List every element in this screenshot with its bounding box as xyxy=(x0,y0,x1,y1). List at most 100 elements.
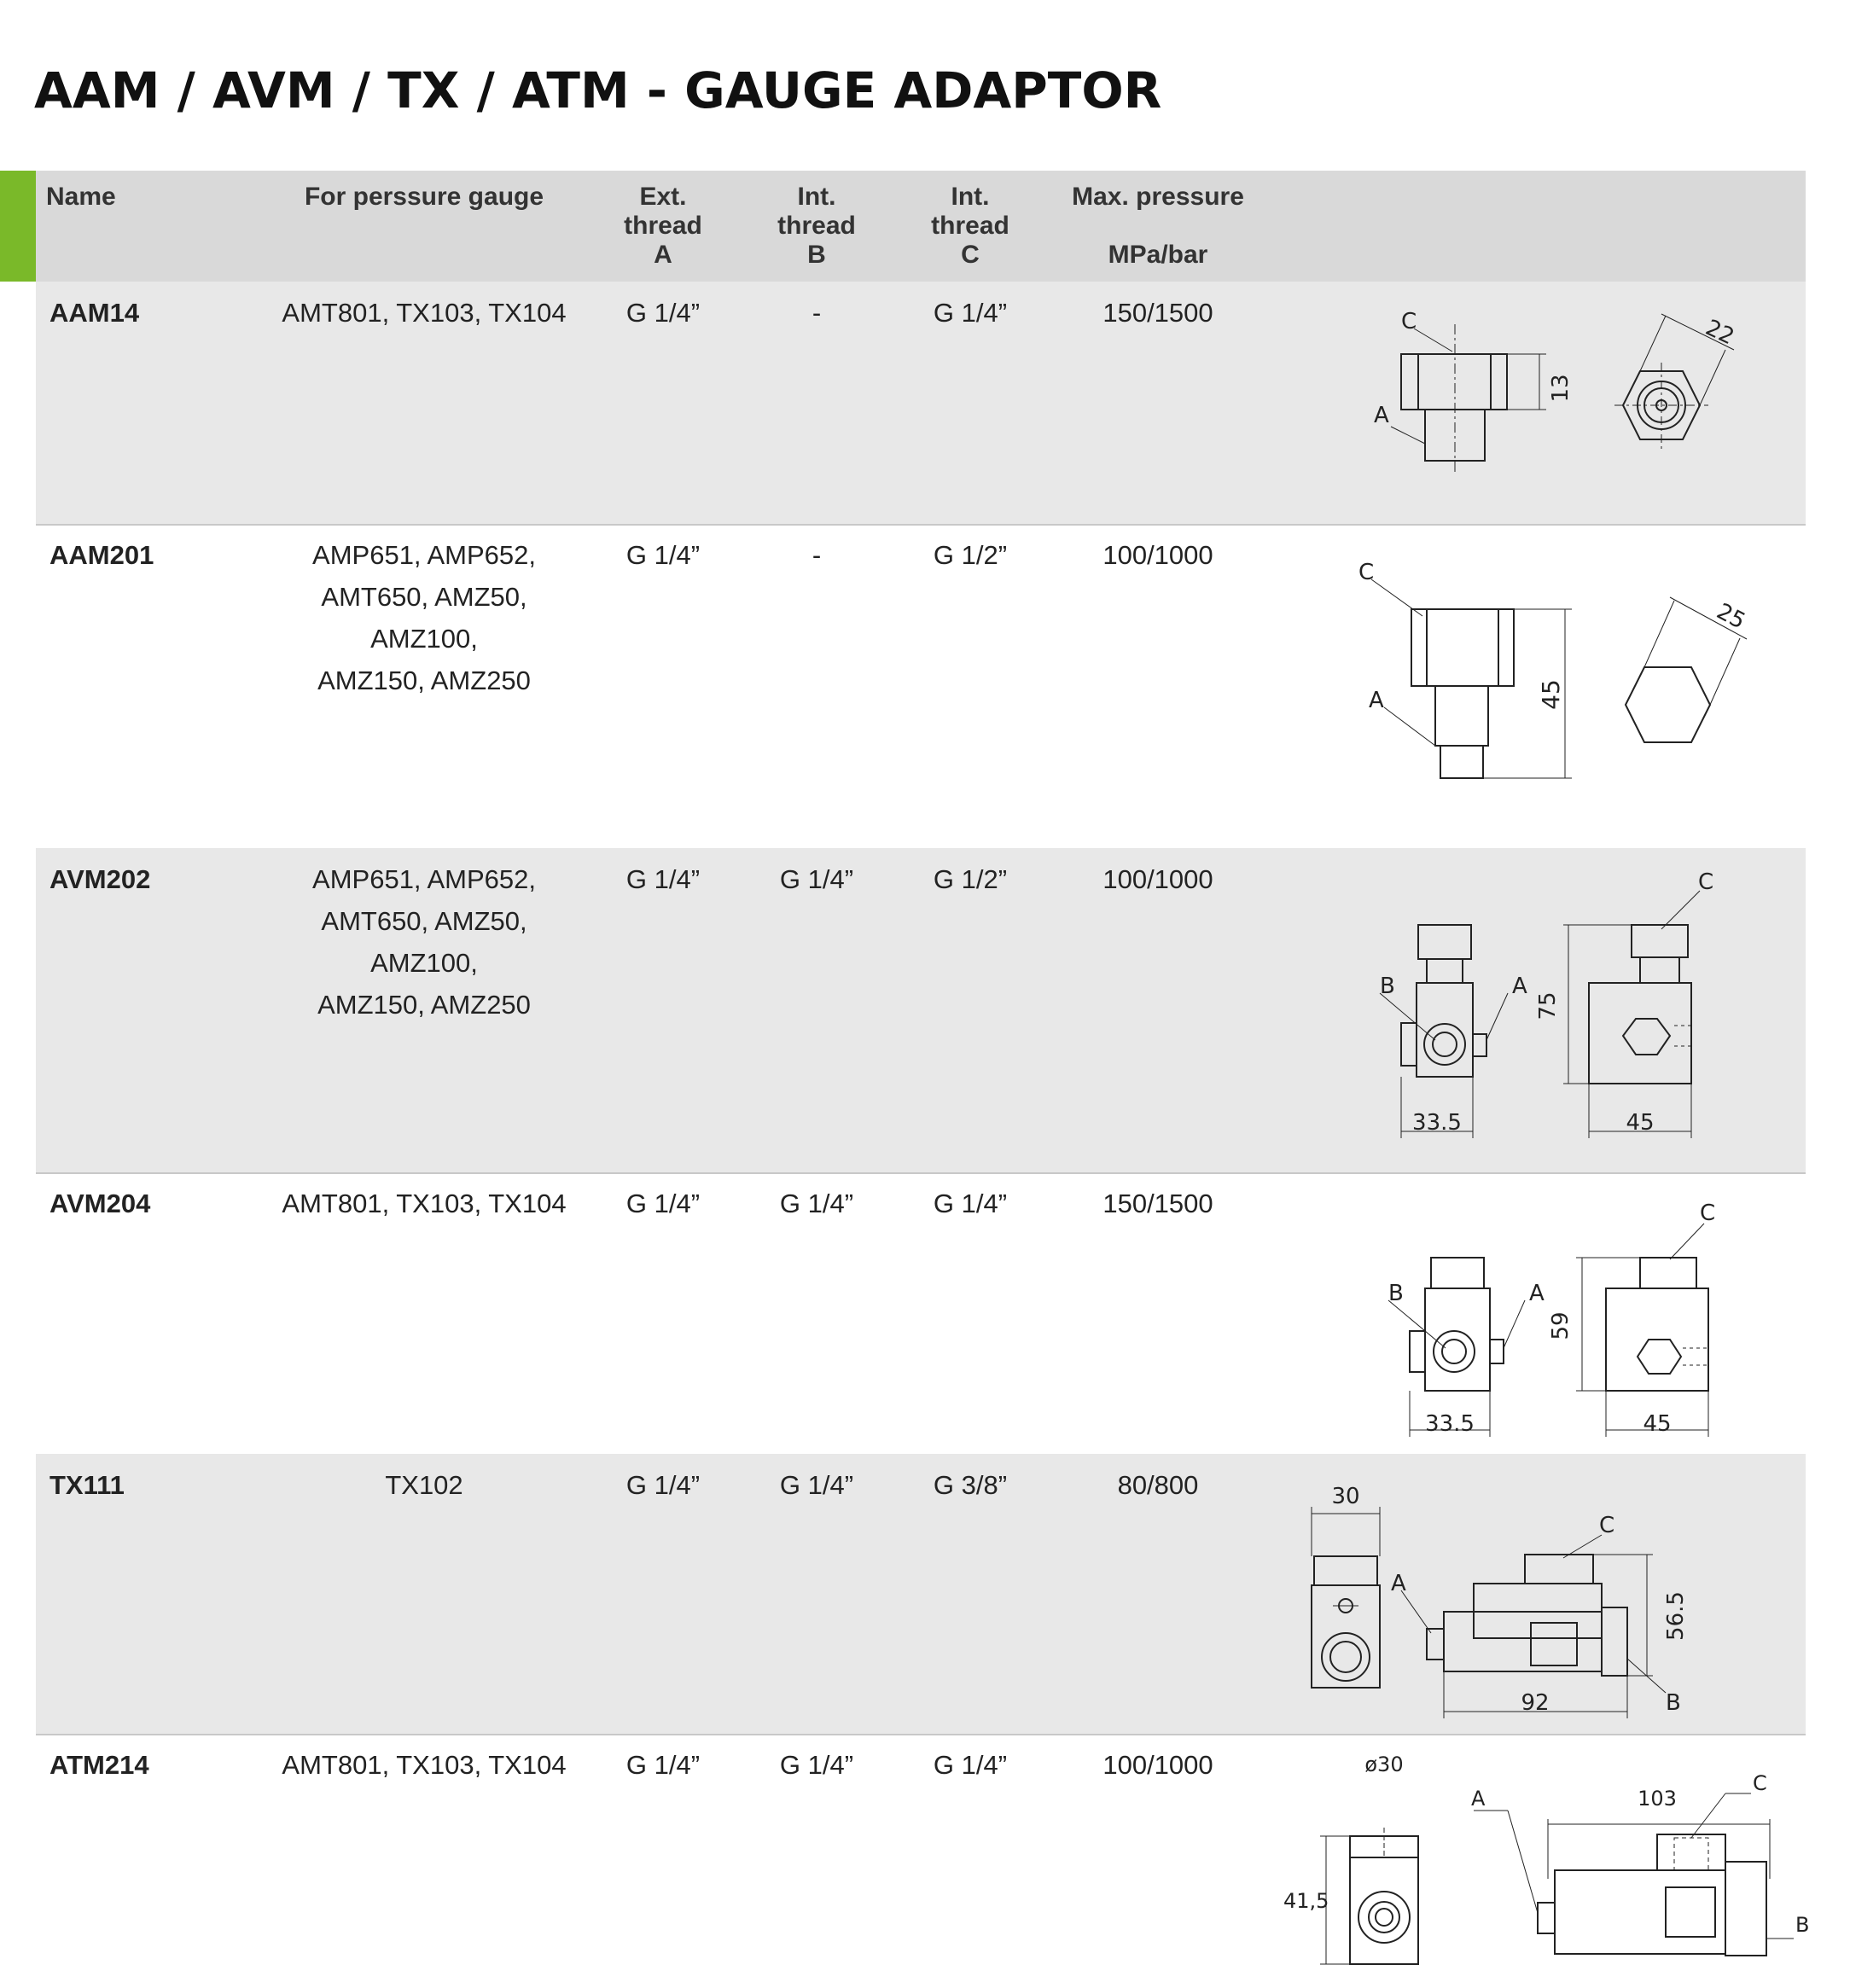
label-c: C xyxy=(1753,1771,1767,1795)
label-c: C xyxy=(1401,309,1417,334)
dim-height: 45 xyxy=(1537,679,1565,710)
row-int-thread-c: G 1/2” xyxy=(933,540,1008,570)
label-c: C xyxy=(1700,1200,1715,1226)
adaptor-drawing: 30 A C B 56.5 92 xyxy=(1265,1462,1811,1727)
header-max-pressure-line1: Max. pressure xyxy=(1072,183,1244,211)
row-name: AAM201 xyxy=(49,540,154,570)
row-gauge: AMP651, AMP652, AMT650, AMZ50, AMZ100, A… xyxy=(215,858,633,1026)
row-ext-thread-a: G 1/4” xyxy=(625,540,701,570)
header-ext-thread-a-line2: thread xyxy=(624,212,702,240)
adaptor-drawing: B A 33.5 C 75 45 xyxy=(1341,857,1785,1164)
header-int-thread-c: Int. thread C xyxy=(872,183,1068,270)
row-int-thread-b: - xyxy=(812,298,822,328)
dim-width: 33.5 xyxy=(1412,1110,1462,1136)
header-int-thread-b: Int. thread B xyxy=(718,183,915,270)
label-c: C xyxy=(1698,869,1713,895)
table-header: Name For perssure gauge Ext. thread A In… xyxy=(36,171,1806,282)
row-gauge-line: AMT650, AMZ50, xyxy=(321,906,527,936)
table-row: ATM214 AMT801, TX103, TX104 G 1/4” G 1/4… xyxy=(36,1734,1809,1981)
row-name: TX111 xyxy=(49,1470,125,1500)
row-int-thread-b: G 1/4” xyxy=(779,864,854,894)
row-ext-thread-a: G 1/4” xyxy=(625,864,701,894)
row-gauge-line: AMZ100, xyxy=(370,624,478,654)
row-int-thread-c: G 1/4” xyxy=(933,298,1008,328)
dim-across-flats: 25 xyxy=(1713,599,1749,635)
dim-width: 30 xyxy=(1331,1484,1359,1509)
header-int-thread-c-line2: thread xyxy=(931,212,1009,240)
row-ext-thread-a: G 1/4” xyxy=(625,1750,701,1780)
row-gauge: AMP651, AMP652, AMT650, AMZ50, AMZ100, A… xyxy=(215,534,633,701)
adaptor-drawing: C A 45 25 xyxy=(1316,541,1777,831)
dim-height: 41,5 xyxy=(1283,1889,1329,1913)
row-gauge: AMT801, TX103, TX104 xyxy=(282,1189,567,1218)
row-name: ATM214 xyxy=(49,1750,149,1780)
label-a: A xyxy=(1512,974,1527,999)
row-int-thread-c: G 1/2” xyxy=(933,864,1008,894)
header-int-thread-b-line1: Int. xyxy=(797,183,836,211)
dim-width: 33.5 xyxy=(1425,1411,1475,1437)
table-row: TX111 TX102 G 1/4” G 1/4” G 3/8” 80/800 … xyxy=(36,1454,1806,1735)
header-max-pressure: Max. pressure MPa/bar xyxy=(1026,183,1290,270)
row-ext-thread-a: G 1/4” xyxy=(625,1470,701,1500)
row-int-thread-b: - xyxy=(812,540,822,570)
row-int-thread-c: G 1/4” xyxy=(933,1189,1008,1218)
label-c: C xyxy=(1599,1513,1614,1538)
row-gauge-line: AMZ150, AMZ250 xyxy=(317,666,531,695)
page-title: AAM / AVM / TX / ATM - GAUGE ADAPTOR xyxy=(34,61,1162,119)
header-name: Name xyxy=(46,183,116,211)
row-int-thread-c: G 3/8” xyxy=(933,1470,1008,1500)
row-gauge-line: AMT650, AMZ50, xyxy=(321,582,527,612)
row-gauge: TX102 xyxy=(385,1470,463,1500)
dim-depth: 45 xyxy=(1626,1110,1654,1136)
dim-across-flats: 22 xyxy=(1702,315,1738,350)
row-gauge: AMT801, TX103, TX104 xyxy=(282,298,567,328)
label-a: A xyxy=(1391,1571,1406,1596)
table-row: AAM201 AMP651, AMP652, AMT650, AMZ50, AM… xyxy=(36,524,1806,850)
adaptor-drawing: B A 33.5 C 59 45 xyxy=(1350,1181,1794,1445)
row-max-pressure: 150/1500 xyxy=(1102,298,1213,328)
dim-height: 59 xyxy=(1548,1311,1574,1340)
header-int-thread-c-line3: C xyxy=(961,241,980,269)
dim-length: 103 xyxy=(1638,1787,1677,1811)
table-row: AAM14 AMT801, TX103, TX104 G 1/4” - G 1/… xyxy=(36,282,1806,526)
row-gauge-line: AMP651, AMP652, xyxy=(312,864,536,894)
header-int-thread-b-line2: thread xyxy=(777,212,856,240)
dim-depth: 45 xyxy=(1643,1411,1671,1437)
row-ext-thread-a: G 1/4” xyxy=(625,1189,701,1218)
row-gauge-line: AMZ150, AMZ250 xyxy=(317,990,531,1020)
label-b: B xyxy=(1388,1281,1404,1306)
adaptor-drawing: ø30 41,5 103 A C B xyxy=(1248,1742,1828,1981)
dim-height: 75 xyxy=(1535,991,1561,1020)
label-b: B xyxy=(1795,1913,1809,1937)
label-a: A xyxy=(1369,688,1384,713)
row-int-thread-b: G 1/4” xyxy=(779,1750,854,1780)
header-ext-thread-a: Ext. thread A xyxy=(565,183,761,270)
header-ext-thread-a-line3: A xyxy=(654,241,672,269)
row-int-thread-b: G 1/4” xyxy=(779,1470,854,1500)
row-name: AAM14 xyxy=(49,298,140,328)
header-int-thread-b-line3: B xyxy=(807,241,826,269)
label-b: B xyxy=(1666,1690,1681,1716)
label-a: A xyxy=(1374,403,1389,428)
row-max-pressure: 100/1000 xyxy=(1102,540,1213,570)
adaptor-drawing: C A 13 22 xyxy=(1316,290,1777,503)
row-gauge: AMT801, TX103, TX104 xyxy=(282,1750,567,1780)
header-int-thread-c-line1: Int. xyxy=(951,183,990,211)
header-max-pressure-line2: MPa/bar xyxy=(1108,241,1208,269)
table-row: AVM202 AMP651, AMP652, AMT650, AMZ50, AM… xyxy=(36,848,1806,1174)
label-a: A xyxy=(1529,1281,1545,1306)
row-gauge-line: AMP651, AMP652, xyxy=(312,540,536,570)
dim-height: 13 xyxy=(1548,374,1574,402)
row-int-thread-b: G 1/4” xyxy=(779,1189,854,1218)
row-int-thread-c: G 1/4” xyxy=(933,1750,1008,1780)
label-b: B xyxy=(1380,974,1395,999)
row-name: AVM204 xyxy=(49,1189,151,1218)
row-gauge-line: AMZ100, xyxy=(370,948,478,978)
table-row: AVM204 AMT801, TX103, TX104 G 1/4” G 1/4… xyxy=(36,1172,1806,1456)
header-ext-thread-a-line1: Ext. xyxy=(639,183,687,211)
header-gauge: For perssure gauge xyxy=(304,183,544,211)
dim-height: 56.5 xyxy=(1663,1591,1689,1641)
row-name: AVM202 xyxy=(49,864,151,894)
row-max-pressure: 150/1500 xyxy=(1102,1189,1213,1218)
label-c: C xyxy=(1358,560,1374,585)
